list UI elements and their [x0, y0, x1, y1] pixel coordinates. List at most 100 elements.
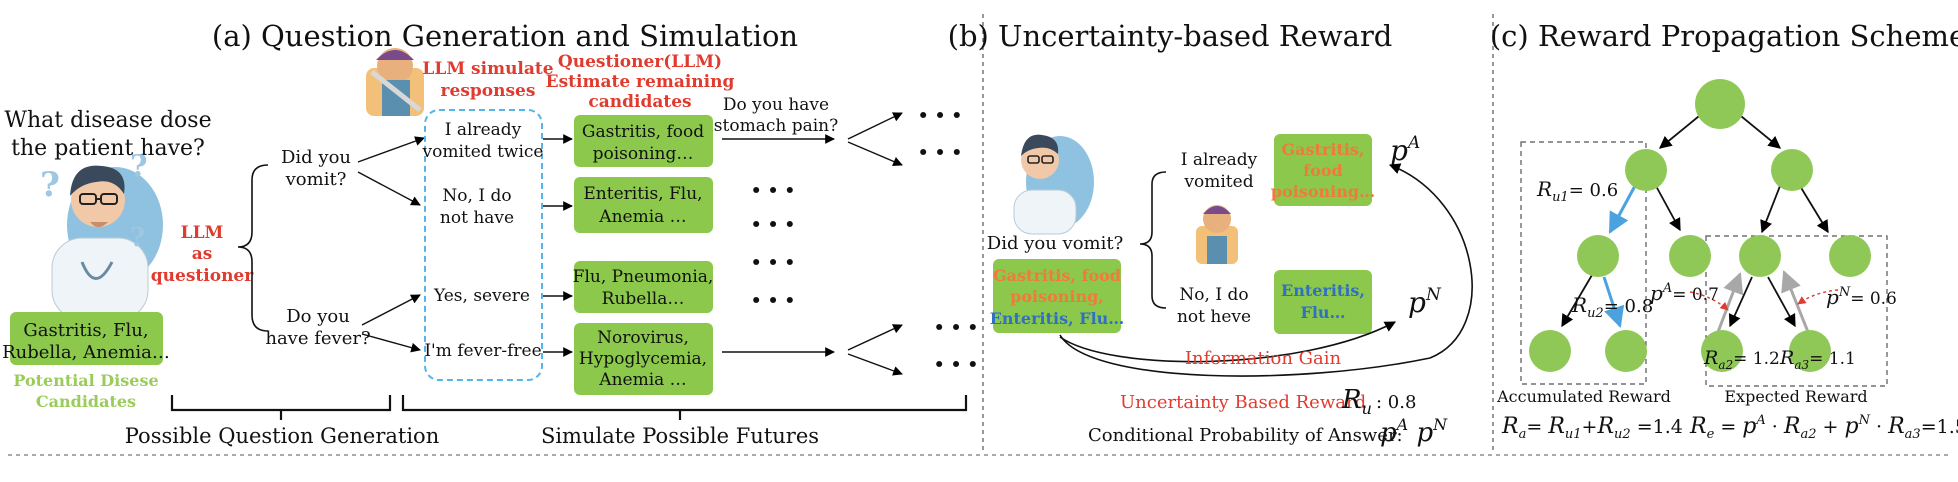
future-branch-1b — [847, 141, 903, 167]
edge-back-b — [1781, 270, 1810, 333]
edge-ll-a — [1561, 274, 1593, 328]
box-yes-1: Gastritis, — [1282, 140, 1365, 159]
ra-formula: Ra= Ru1+Ru2 =1.4 — [1501, 414, 1683, 442]
edge-rl-a — [1728, 276, 1753, 328]
next-question-2: stomach pain? — [714, 116, 838, 136]
remaining-1-line1: Gastritis, food — [582, 122, 704, 142]
llm-questioner-3: questioner — [151, 266, 254, 286]
candidates-line2: Rubella, Anemia… — [2, 342, 170, 363]
arrow-q1-r1 — [357, 136, 425, 163]
edge-back-a — [1716, 272, 1744, 333]
ru1-label: Ru1= 0.6 — [1536, 177, 1618, 205]
reward-line: Uncertainty Based Reward — [1120, 392, 1366, 413]
tree-node-rr — [1829, 235, 1871, 277]
label-simulate-futures: Simulate Possible Futures — [541, 424, 819, 448]
edge-l-ll — [1608, 183, 1638, 234]
edge-ll-b — [1602, 276, 1625, 328]
tree-node-lr — [1669, 235, 1711, 277]
svg-text:?: ? — [130, 223, 145, 253]
future-branch-4a — [847, 324, 903, 351]
prob-no: pN — [1408, 285, 1442, 319]
ellipsis-2: • • • — [918, 143, 962, 163]
response-2-line2: not have — [440, 208, 514, 228]
remaining-4-line1: Norovirus, — [597, 328, 689, 348]
edge-root-l — [1659, 111, 1705, 149]
patient-illustration-b — [1196, 205, 1238, 264]
q1-line2: vomit? — [285, 169, 347, 190]
edge-l-lr — [1655, 185, 1681, 232]
start-box-blue: Enteritis, Flu… — [990, 309, 1125, 328]
info-gain-curve — [1059, 163, 1473, 377]
llm-simulate-1: LLM simulate — [422, 59, 553, 79]
answer-no-1: No, I do — [1179, 285, 1248, 305]
tree-root — [1695, 79, 1745, 129]
answer-yes-2: vomited — [1183, 172, 1253, 192]
edge-root-r — [1735, 111, 1781, 149]
q2-line2: have fever? — [265, 328, 370, 349]
bracket-futures — [401, 395, 968, 412]
q2-line1: Do you — [286, 306, 350, 327]
ru2-label: Ru2= 0.8 — [1571, 293, 1653, 321]
doctor-illustration: ? ? ? — [40, 149, 163, 321]
panel-b-question: Did you vomit? — [987, 233, 1123, 254]
panel-b-brace — [1139, 171, 1167, 309]
info-gain-curve-2 — [1059, 321, 1396, 363]
start-box-red-2: poisoning, — [1010, 287, 1104, 306]
future-branch-4b — [847, 353, 903, 376]
tree-leaf-2 — [1605, 330, 1647, 372]
tree-leaf-1 — [1529, 330, 1571, 372]
ellipsis-7: • • • — [934, 318, 978, 338]
doctor-illustration-b — [1013, 134, 1094, 235]
doctor-question-line2: the patient have? — [11, 136, 205, 161]
tree-node-rl — [1739, 235, 1781, 277]
svg-text:?: ? — [40, 165, 60, 205]
label-question-generation: Possible Question Generation — [125, 424, 439, 448]
future-branch-1a — [847, 112, 903, 140]
panel-b-box-yes — [1274, 134, 1372, 206]
remaining-box-3 — [574, 261, 713, 313]
expected-group — [1705, 235, 1888, 387]
remaining-4-line2: Hypoglycemia, — [579, 349, 707, 369]
panel-c-title: (c) Reward Propagation Scheme — [1490, 19, 1958, 53]
remaining-1-line2: poisoning… — [593, 144, 694, 164]
remaining-box-4 — [574, 323, 713, 395]
reward-value: : 0.8 — [1376, 392, 1416, 413]
answer-yes-1: I already — [1181, 150, 1258, 170]
start-box-red-1: Gastritis, food — [993, 266, 1121, 285]
pn-label: pN= 0.6 — [1826, 285, 1897, 309]
ra2-label: Ra2= 1.2 — [1703, 347, 1780, 372]
next-question-1: Do you have — [723, 95, 829, 115]
box-yes-3: poisoning… — [1271, 182, 1375, 201]
ellipsis-8: • • • — [934, 355, 978, 375]
response-3: Yes, severe — [433, 286, 530, 306]
info-gain-label: Information Gain — [1185, 348, 1342, 369]
edge-r-rr — [1799, 185, 1829, 234]
panel-b-title: (b) Uncertainty-based Reward — [948, 19, 1393, 53]
response-1-line1: I already — [445, 120, 522, 140]
ellipsis-5: • • • — [751, 253, 795, 273]
ellipsis-4: • • • — [751, 215, 795, 235]
remaining-2-line2: Anemia … — [598, 207, 686, 227]
remaining-box-2 — [574, 177, 713, 233]
reward-symbol: Ru — [1341, 385, 1372, 418]
cond-prob-symbols: pA pN — [1380, 415, 1448, 448]
questioner-estimate-2: Estimate remaining — [546, 72, 735, 92]
answer-no-2: not heve — [1177, 307, 1251, 327]
candidates-line1: Gastritis, Flu, — [23, 320, 148, 341]
box-no-2: Flu… — [1300, 303, 1345, 322]
question-brace — [237, 164, 269, 332]
cond-prob-label: Conditional Probability of Answer: — [1088, 425, 1403, 446]
tree-node-r — [1771, 149, 1813, 191]
candidates-caption-2: Candidates — [36, 392, 136, 411]
llm-questioner-2: as — [192, 244, 213, 264]
response-4: I'm fever-free — [424, 341, 541, 361]
tree-leaf-4 — [1789, 330, 1831, 372]
remaining-4-line3: Anemia … — [598, 370, 686, 390]
remaining-3-line1: Flu, Pneumonia, — [573, 267, 714, 287]
panel-b-box-no — [1274, 270, 1372, 334]
patient-illustration-a — [366, 48, 424, 116]
re-formula: Re = pA · Ra2 + pN · Ra3=1.5 — [1689, 413, 1958, 442]
panel-b-start-box — [993, 259, 1121, 333]
pa-label: pA= 0.7 — [1650, 281, 1719, 305]
